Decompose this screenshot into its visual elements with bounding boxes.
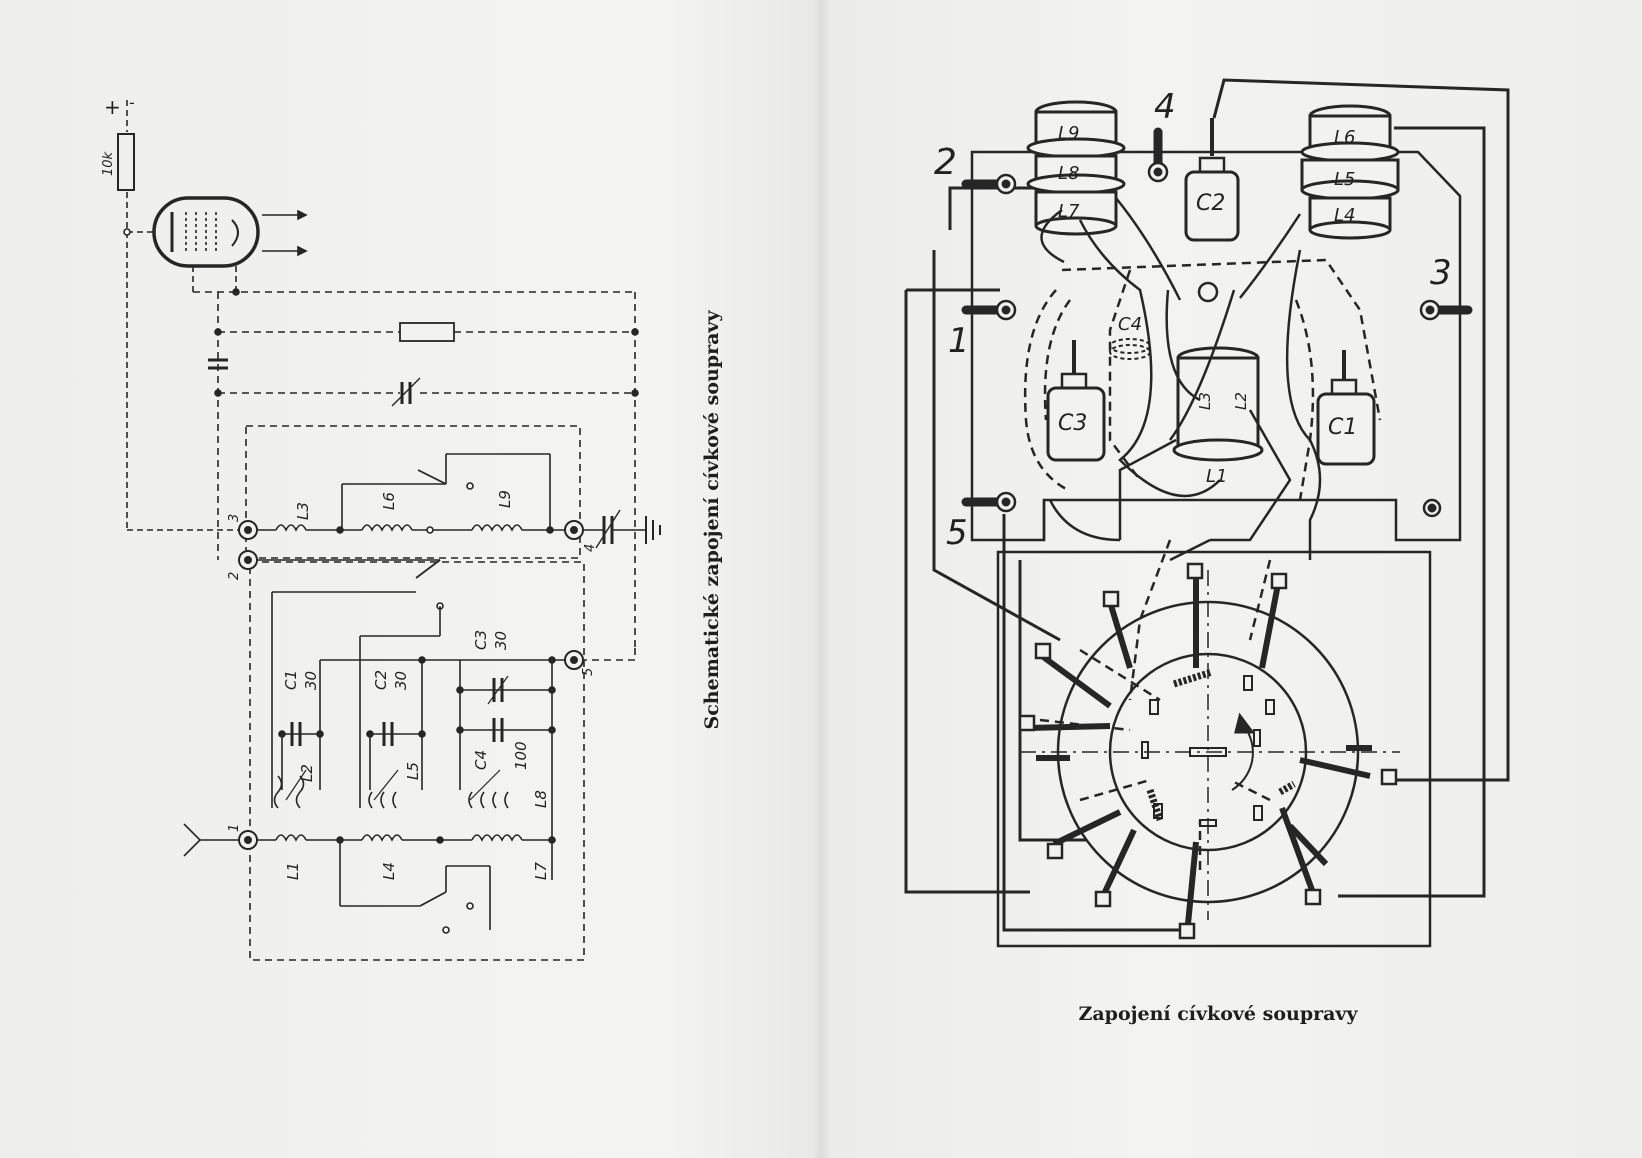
trimmer-C1	[1316, 350, 1376, 466]
terminal-1-label: 1	[227, 824, 242, 832]
vacuum-tube-icon	[127, 196, 308, 292]
wiring-coil-L7-label: L7	[1058, 201, 1080, 222]
wiring-coil-L6-label: L6	[1334, 127, 1355, 148]
coil-L7-label: L7	[532, 862, 550, 880]
terminal-4-label: 4	[583, 544, 598, 552]
cap-C1-label: C1	[282, 670, 300, 690]
supply-minus-label: -	[129, 93, 135, 112]
trimmer-C2	[1184, 118, 1240, 242]
supply-plus-label: +	[104, 95, 121, 119]
wiring-terminal-5-label: 5	[946, 513, 968, 553]
coil-L5-label: L5	[404, 762, 422, 780]
wiring-title: Zapojení cívkové soupravy	[1078, 1003, 1358, 1025]
cap-C2-label: C2	[372, 670, 390, 690]
wiring-coil-L4-label: L4	[1334, 205, 1355, 226]
coil-L3-label: L3	[294, 502, 312, 520]
terminal-3-label: 3	[227, 514, 242, 522]
coil-L8-label: L8	[532, 790, 550, 808]
rotary-switch	[1018, 562, 1400, 940]
wiring-coil-L8-label: L8	[1058, 163, 1079, 184]
coil-stack-right	[1300, 104, 1400, 240]
coil-L1-label: L1	[284, 862, 302, 880]
wiring-coil-L2-label: L2	[1232, 392, 1250, 410]
coil-L9-label: L9	[496, 490, 514, 508]
cap-C2-value: 30	[392, 671, 410, 690]
wiring-trimmer-C1-label: C1	[1328, 415, 1357, 440]
wiring-terminal-1-label: 1	[948, 321, 970, 361]
terminal-2-label: 2	[227, 572, 242, 580]
resistor-label: 10k	[101, 151, 116, 176]
coil-L4-label: L4	[380, 862, 398, 880]
antenna-icon	[183, 823, 242, 857]
right-labels: 2 4 3 1 5 L9 L8 L7 L6 L5 L4 L3 L2 L1 C1 …	[934, 87, 1452, 1025]
terminal-strips	[961, 127, 1473, 513]
left-labels: + - 10k 3 2 1 4 5 L3 L6 L9 L2 L5 L8 L1 L…	[101, 93, 723, 880]
wiring-terminal-3-label: 3	[1430, 253, 1452, 293]
wiring-coil-L3-label: L3	[1196, 392, 1214, 410]
trimmer-C3	[1046, 340, 1106, 462]
cap-C4-dashed	[1109, 338, 1151, 360]
ground-icon	[645, 516, 661, 544]
cap-C1-value: 30	[302, 671, 320, 690]
cap-C3-value: 30	[492, 631, 510, 650]
right-wiring	[904, 78, 1510, 948]
wiring-trimmer-C3-label: C3	[1058, 411, 1087, 436]
wiring-terminal-2-label: 2	[934, 142, 957, 183]
cap-C3-label: C3	[472, 630, 490, 650]
wiring-cap-C4-label: C4	[1118, 314, 1142, 335]
coil-L6-label: L6	[380, 492, 398, 510]
wiring-coil-L5-label: L5	[1334, 169, 1355, 190]
wiring-trimmer-C2-label: C2	[1196, 191, 1225, 216]
wiring-coil-L9-label: L9	[1058, 123, 1079, 144]
wiring-terminal-4-label: 4	[1154, 87, 1176, 127]
coil-stack-left	[1026, 100, 1126, 236]
schematic-title: Schematické zapojení cívkové soupravy	[701, 310, 723, 730]
left-schematic	[117, 100, 661, 961]
cap-C4-label: C4	[472, 750, 490, 770]
cap-C4-value: 100	[512, 741, 530, 770]
coil-L2-label: L2	[298, 764, 316, 782]
wiring-coil-L1-label: L1	[1206, 466, 1227, 487]
terminal-5-label: 5	[581, 668, 596, 676]
